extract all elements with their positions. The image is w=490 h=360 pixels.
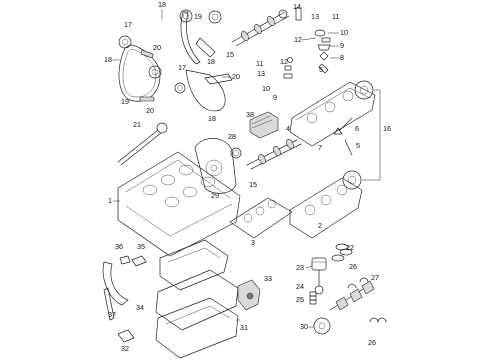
callout-12: 12 (294, 35, 302, 44)
callout-9: 9 (273, 93, 277, 102)
callout-27: 27 (371, 273, 379, 282)
callout-10: 10 (262, 84, 270, 93)
callout-35: 35 (137, 242, 145, 251)
callout-18: 18 (207, 57, 215, 66)
callout-15: 15 (249, 180, 257, 189)
oil-pump-shaft (117, 122, 168, 166)
crankshaft (329, 280, 375, 311)
sensor (119, 255, 147, 267)
callout-21: 21 (133, 120, 141, 129)
piston (311, 257, 327, 295)
callout-33: 33 (264, 274, 272, 283)
callout-11: 11 (332, 12, 339, 21)
bearings (347, 277, 387, 323)
bracket (117, 329, 135, 343)
callout-25: 25 (296, 295, 304, 304)
callout-4: 4 (286, 124, 290, 133)
callout-18: 18 (208, 114, 216, 123)
callout-18: 18 (158, 0, 166, 9)
flywheel (313, 317, 331, 335)
callout-8: 8 (340, 53, 344, 62)
callout-9: 9 (340, 41, 344, 50)
cam-adjuster (342, 80, 374, 190)
callout-17: 17 (178, 63, 186, 72)
lower-timing-chain (102, 261, 129, 321)
callout-31: 31 (240, 323, 248, 332)
callout-29: 29 (211, 191, 219, 200)
callout-26: 26 (368, 338, 376, 347)
cylinder-head (289, 81, 376, 239)
callout-2: 2 (318, 221, 322, 230)
callout-15: 15 (226, 50, 234, 59)
callout-labels: 18 19 14 13 11 17 10 12 9 20 8 15 18 18 … (104, 0, 391, 353)
timing-chain (118, 44, 226, 112)
callout-11: 11 (256, 59, 263, 68)
chain-tensioner (139, 37, 233, 102)
callout-10: 10 (340, 28, 348, 37)
callout-20: 20 (232, 72, 240, 81)
oil-cooler (249, 111, 279, 139)
oil-pump (237, 279, 261, 311)
callout-24: 24 (296, 282, 304, 291)
callout-19: 19 (194, 12, 202, 21)
callout-34: 34 (136, 303, 144, 312)
callout-18: 18 (104, 55, 112, 64)
piston-rings (331, 243, 353, 262)
engine-block (117, 151, 241, 257)
callout-23: 23 (296, 263, 304, 272)
callout-14: 14 (293, 2, 301, 11)
callout-12: 12 (280, 57, 288, 66)
small-fastener (309, 291, 317, 305)
callout-7: 7 (318, 143, 322, 152)
callout-6: 6 (355, 124, 359, 133)
callout-38: 38 (246, 110, 254, 119)
seal-ring (230, 147, 242, 159)
callout-20: 20 (153, 43, 161, 52)
callout-13: 13 (311, 12, 319, 21)
timing-cover (194, 138, 237, 194)
callout-5: 5 (319, 65, 323, 74)
oil-pan (155, 239, 239, 359)
callout-36: 36 (115, 242, 123, 251)
callout-26: 26 (349, 262, 357, 271)
callout-3: 3 (251, 238, 255, 247)
head-gasket (229, 197, 293, 239)
callout-5: 5 (356, 141, 360, 150)
callout-1: 1 (108, 196, 112, 205)
callout-16: 16 (383, 124, 391, 133)
callout-13: 13 (257, 69, 265, 78)
callout-30: 30 (300, 322, 308, 331)
valve-train-parts (283, 7, 331, 79)
callout-28: 28 (228, 132, 236, 141)
timing-guide-rail (180, 11, 201, 65)
camshaft (231, 9, 302, 170)
callout-37: 37 (108, 310, 116, 319)
cam-sprocket (118, 9, 222, 94)
valve (333, 117, 353, 156)
callout-17: 17 (124, 20, 132, 29)
callout-19: 19 (121, 97, 129, 106)
callout-20: 20 (146, 106, 154, 115)
callout-32: 32 (121, 344, 129, 353)
callout-22: 22 (346, 243, 354, 252)
